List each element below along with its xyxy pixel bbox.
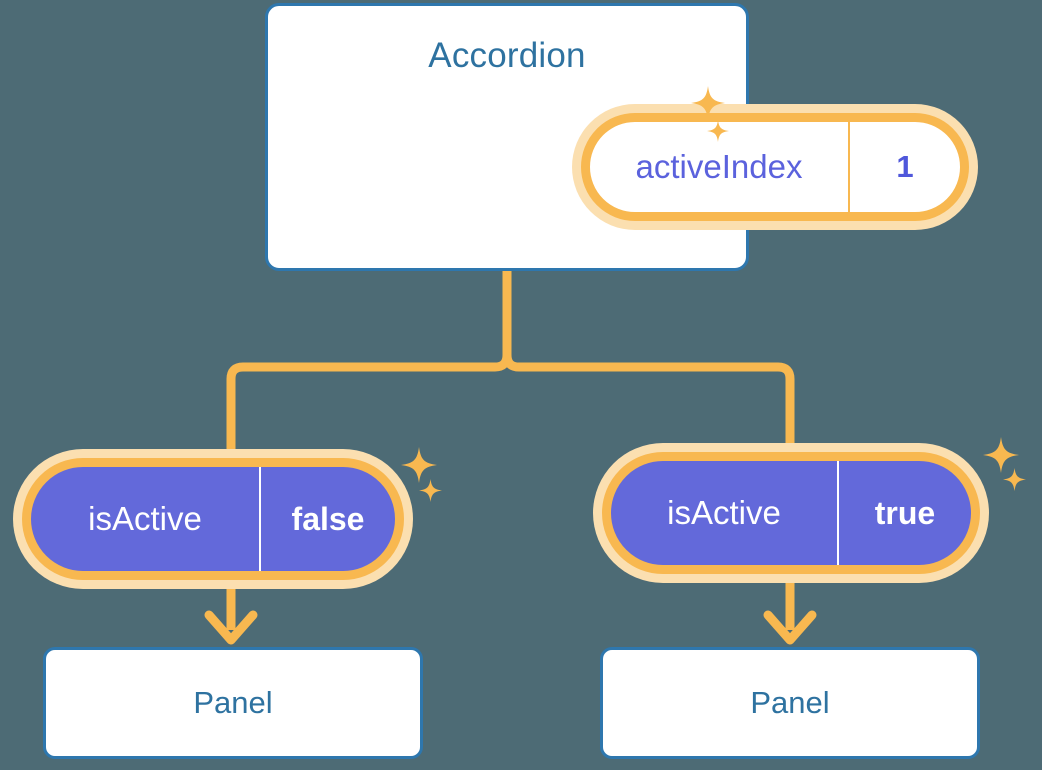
sparkle-icon bbox=[419, 479, 442, 502]
panel-title: Panel bbox=[193, 685, 273, 720]
accordion-component-card[interactable]: Accordion activeIndex 1 bbox=[265, 3, 969, 271]
prop-pill-isactive-false[interactable]: isActive false bbox=[22, 458, 404, 580]
page-title: Accordion bbox=[428, 36, 586, 75]
state-key-label: activeIndex bbox=[590, 122, 850, 212]
sparkle-icon bbox=[401, 447, 437, 483]
sparkle-icon bbox=[1003, 468, 1026, 491]
sparkle-icon bbox=[983, 437, 1019, 473]
prop-value-label: false bbox=[291, 500, 365, 537]
prop-key-label: isActive bbox=[31, 467, 261, 571]
prop-value-label: true bbox=[874, 494, 936, 531]
state-pill-activeindex[interactable]: activeIndex 1 bbox=[581, 113, 969, 221]
prop-pill-isactive-true[interactable]: isActive true bbox=[602, 452, 980, 574]
panel-title: Panel bbox=[750, 685, 830, 720]
panel-component-card-left[interactable]: Panel bbox=[43, 647, 423, 759]
prop-key-label: isActive bbox=[611, 461, 839, 565]
state-value-label: 1 bbox=[896, 149, 914, 184]
panel-component-card-right[interactable]: Panel bbox=[600, 647, 980, 759]
